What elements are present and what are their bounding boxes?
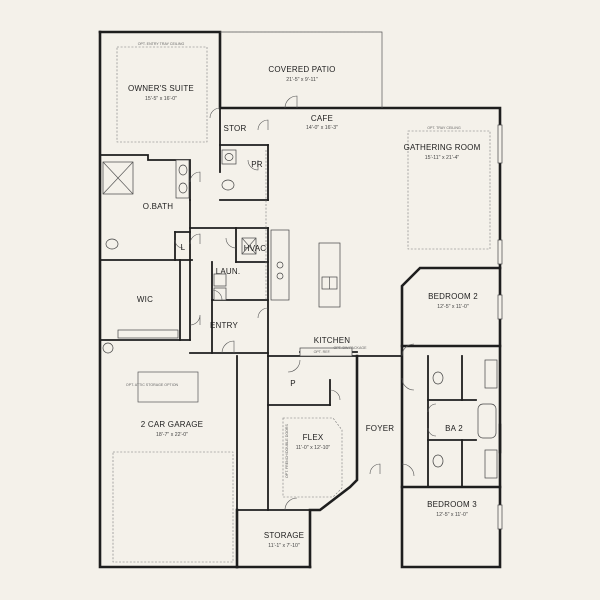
- owners-suite-label: OWNER'S SUITE: [128, 84, 194, 93]
- washer: [213, 273, 227, 287]
- pr-label: PR: [251, 160, 263, 169]
- bathtub: [477, 403, 497, 439]
- garage-dim: 18'-7" x 22'-0": [156, 432, 188, 438]
- kitchen-opt2-note: OPT. DW PACKAGE: [333, 346, 367, 350]
- owner-toilet: [105, 238, 119, 250]
- kitchen-label: KITCHEN: [314, 336, 351, 345]
- gathering-room-label: GATHERING ROOM: [404, 143, 481, 152]
- entry-label: ENTRY: [210, 321, 238, 330]
- wic-shelf: [117, 329, 179, 339]
- ba2-toilet-1: [432, 371, 444, 385]
- l-label: L: [181, 243, 186, 252]
- storage-label: STORAGE: [264, 531, 304, 540]
- garage-attic-outline: [137, 371, 199, 403]
- bedroom2-label: BEDROOM 2: [428, 292, 478, 301]
- covered-patio-label: COVERED PATIO: [268, 65, 335, 74]
- gathering-room-dim: 15'-11" x 21'-4": [425, 155, 460, 161]
- gathering-tray-note: OPT. TRAY CEILING: [427, 126, 461, 130]
- stor-label: STOR: [224, 124, 247, 133]
- ceiling-trays: [112, 46, 491, 563]
- storage-dim: 11'-1" x 7'-10": [268, 543, 300, 549]
- flex-dim: 11'-0" x 12'-10": [296, 445, 331, 451]
- kitchen-opt1-note: OPT. REF.: [314, 350, 331, 354]
- bedroom2-dim: 12'-5" x 11'-0": [437, 304, 469, 310]
- hvac-label: HVAC: [244, 244, 266, 253]
- owners-tray-note: OPT. ENTRY TRAY CEILING: [138, 42, 185, 46]
- patio-door: [284, 95, 298, 109]
- cafe-dim: 14'-0" x 16'-3": [306, 125, 338, 131]
- foyer-label: FOYER: [366, 424, 395, 433]
- owners-suite-dim: 15'-5" x 16'-0": [145, 96, 177, 102]
- bedroom3-label: BEDROOM 3: [427, 500, 477, 509]
- garage-step: [102, 342, 114, 354]
- kitchen-option-counter: [299, 347, 353, 357]
- patio-outline: [220, 31, 383, 108]
- ba2-vanity-1: [484, 359, 498, 389]
- covered-patio-dim: 21'-5" x 9'-11": [286, 77, 318, 83]
- ba2-vanity-2: [484, 449, 498, 479]
- entry-garage-door: [221, 340, 235, 354]
- flex-doors-note: OPT. FRENCH/DOUBLE DOORS: [285, 423, 289, 478]
- ba2-label: BA 2: [445, 424, 463, 433]
- laun-label: LAUN.: [216, 267, 241, 276]
- flex-label: FLEX: [303, 433, 324, 442]
- garage-label: 2 CAR GARAGE: [141, 420, 203, 429]
- o-bath-label: O.BATH: [143, 202, 173, 211]
- powder-toilet: [221, 179, 235, 191]
- wic-label: WIC: [137, 295, 153, 304]
- fixtures: [102, 124, 503, 530]
- bedroom3-dim: 12'-5" x 11'-0": [436, 512, 468, 518]
- front-door: [369, 463, 381, 475]
- ba2-toilet-2: [432, 454, 444, 468]
- room-labels: OWNER'S SUITE 15'-5" x 16'-0" OPT. ENTRY…: [126, 42, 481, 549]
- kitchen-island: [318, 242, 341, 308]
- cafe-label: CAFE: [311, 114, 333, 123]
- garage-attic-note: OPT. ATTIC STORAGE OPTION: [126, 383, 179, 387]
- stor-door: [257, 119, 269, 131]
- doors: [174, 95, 437, 511]
- pantry-label: P: [290, 379, 296, 388]
